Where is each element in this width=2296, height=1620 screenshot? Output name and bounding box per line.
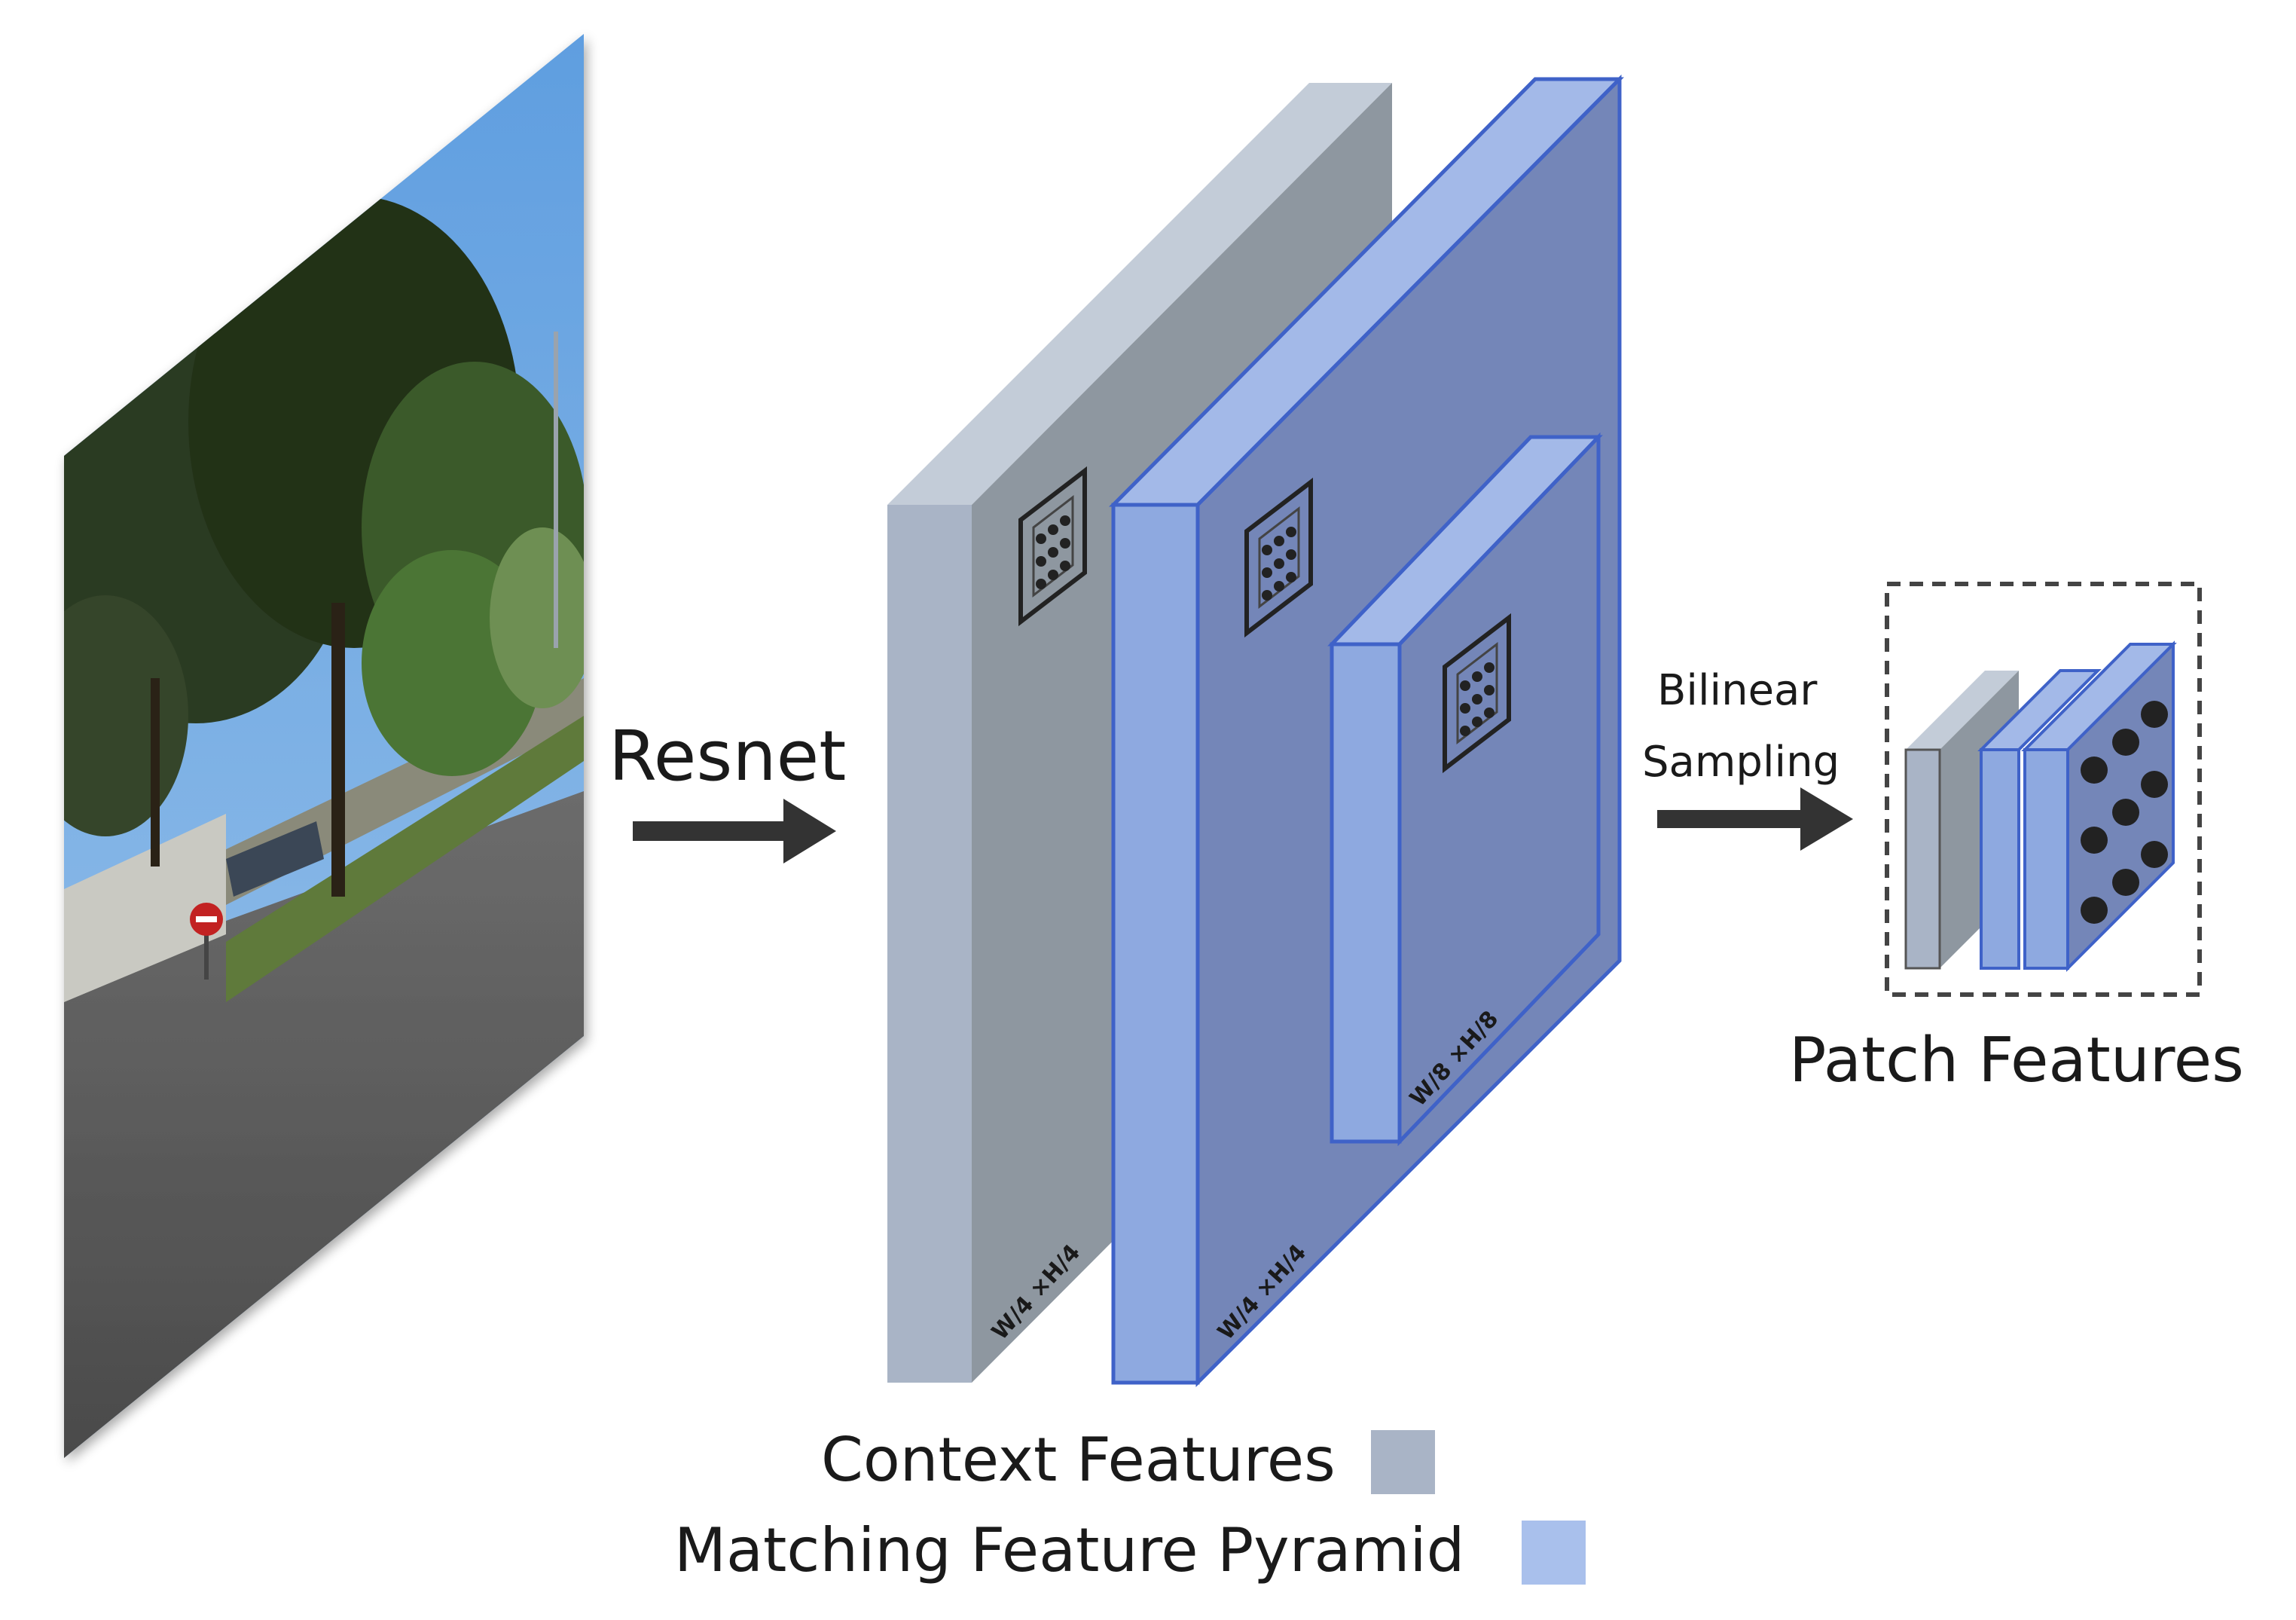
dot-grid-icon (1443, 613, 1511, 774)
legend-matching-label: Matching Feature Pyramid (674, 1515, 1464, 1585)
input-image (64, 34, 584, 1458)
matching-small-side (1330, 642, 1402, 1144)
dot-grid-icon (1018, 466, 1087, 627)
matching-feature-map-small: W/8 ×H/8 (1327, 432, 1603, 1147)
dot-grid-icon (1244, 477, 1313, 638)
patch-features-label: Patch Features (1789, 1025, 2244, 1096)
legend: Context Features Matching Feature Pyrami… (674, 1425, 1586, 1585)
resnet-label: Resnet (609, 716, 846, 796)
bilinear-label-line2: Sampling (1642, 738, 1840, 787)
bilinear-arrow-icon (1657, 787, 1853, 851)
context-slab-top (887, 83, 1392, 505)
matching-large-side (1111, 503, 1200, 1385)
dot-grid-icon (2081, 701, 2168, 924)
legend-context-label: Context Features (821, 1425, 1336, 1495)
bilinear-label-line1: Bilinear (1657, 666, 1818, 715)
patch-features-group: Patch Features (1789, 582, 2244, 1096)
resnet-arrow-icon (633, 799, 836, 863)
legend-context-swatch (1371, 1430, 1435, 1494)
context-slab-side (887, 505, 972, 1383)
legend-matching-swatch (1522, 1521, 1586, 1585)
